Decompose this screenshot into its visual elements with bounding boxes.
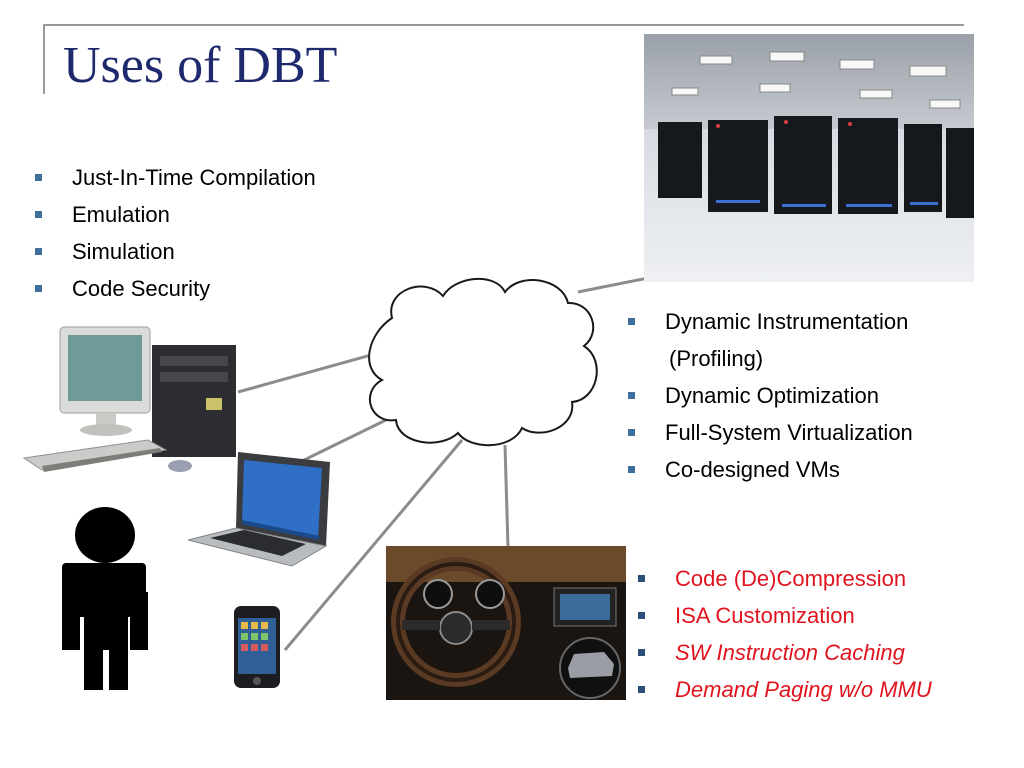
list-item: Just-In-Time Compilation <box>35 159 316 196</box>
frame-top-line <box>43 24 964 26</box>
smartphone-icon <box>234 606 280 688</box>
list-item: Emulation <box>35 196 316 233</box>
list-item-text: Co-designed VMs <box>665 457 840 482</box>
bullet-square-icon <box>35 211 42 218</box>
connector-datacenter <box>577 276 649 294</box>
list-item: Dynamic Optimization <box>628 377 913 414</box>
laptop-icon <box>187 452 330 567</box>
list-item-text: Code Security <box>72 276 211 301</box>
bullet-square-icon <box>35 174 42 181</box>
list-item-text: Dynamic Optimization <box>665 383 879 408</box>
connector-car <box>503 444 510 549</box>
list-item: Dynamic Instrumentation (Profiling) <box>628 303 913 377</box>
slide-title: Uses of DBT <box>63 37 338 94</box>
list-item-continuation: (Profiling) <box>669 346 764 371</box>
datacenter-photo <box>644 34 974 282</box>
bullet-square-icon <box>638 612 645 619</box>
embedded-uses-list: Code (De)Compression ISA Customization S… <box>638 560 932 708</box>
car-dashboard-photo <box>386 546 626 700</box>
list-item: Full-System Virtualization <box>628 414 913 451</box>
general-uses-list: Just-In-Time Compilation Emulation Simul… <box>35 159 316 307</box>
bullet-square-icon <box>35 248 42 255</box>
list-item: Co-designed VMs <box>628 451 913 488</box>
list-item: SW Instruction Caching <box>638 634 932 671</box>
list-item-text: Demand Paging w/o MMU <box>675 677 932 702</box>
connector-phone <box>283 439 464 651</box>
connector-desktop <box>237 350 383 394</box>
list-item-text: SW Instruction Caching <box>675 640 905 665</box>
list-item-text: Code (De)Compression <box>675 566 907 591</box>
bullet-square-icon <box>628 318 635 325</box>
list-item-text: ISA Customization <box>675 603 855 628</box>
list-item-text: Emulation <box>72 202 170 227</box>
list-item-text: Dynamic Instrumentation <box>665 309 909 334</box>
bullet-square-icon <box>638 649 645 656</box>
bullet-square-icon <box>628 466 635 473</box>
list-item: Code (De)Compression <box>638 560 932 597</box>
person-icon <box>62 507 148 690</box>
list-item: Code Security <box>35 270 316 307</box>
datacenter-uses-list: Dynamic Instrumentation (Profiling) Dynam… <box>628 303 913 488</box>
desktop-computer-icon <box>22 326 236 472</box>
cloud-icon <box>368 278 598 447</box>
bullet-square-icon <box>35 285 42 292</box>
connector-lines <box>237 276 649 651</box>
bullet-square-icon <box>638 575 645 582</box>
bullet-square-icon <box>628 392 635 399</box>
list-item-text: Simulation <box>72 239 175 264</box>
bullet-square-icon <box>628 429 635 436</box>
connector-laptop <box>299 416 391 464</box>
bullet-square-icon <box>638 686 645 693</box>
list-item: Simulation <box>35 233 316 270</box>
list-item-text: Full-System Virtualization <box>665 420 913 445</box>
list-item: ISA Customization <box>638 597 932 634</box>
list-item: Demand Paging w/o MMU <box>638 671 932 708</box>
list-item-text: Just-In-Time Compilation <box>72 165 316 190</box>
frame-left-line <box>43 24 45 94</box>
